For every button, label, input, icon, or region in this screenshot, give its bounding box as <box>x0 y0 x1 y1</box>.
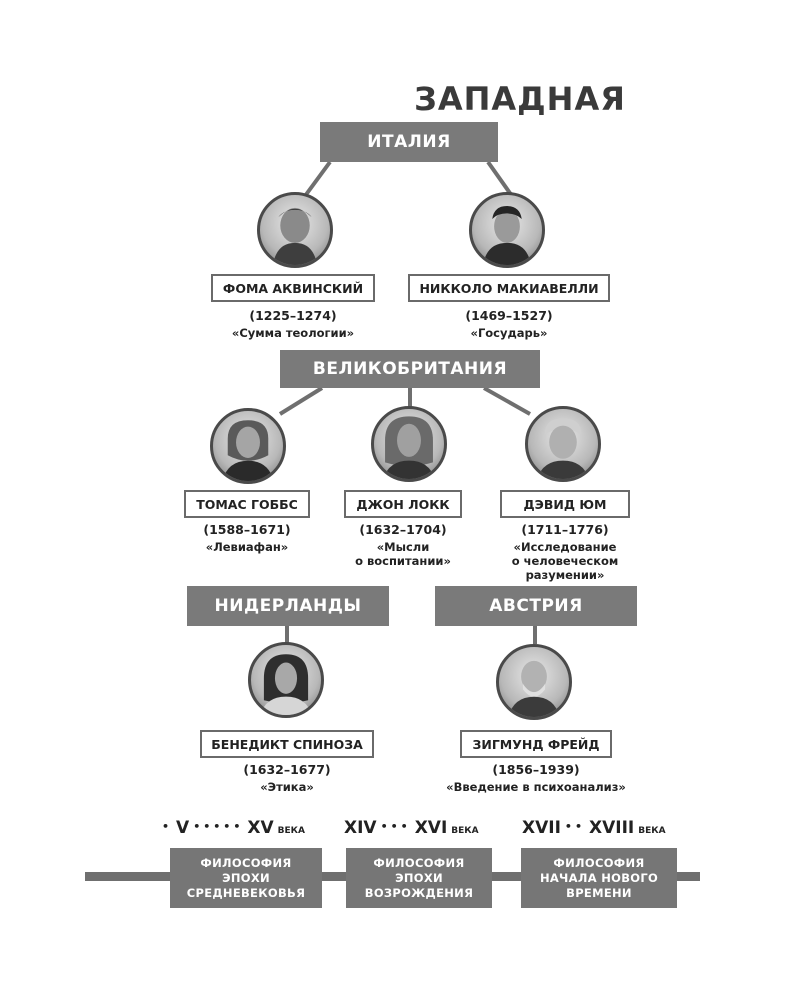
country-austria: АВСТРИЯ <box>435 586 637 626</box>
era-line: ВРЕМЕНИ <box>566 885 632 900</box>
person-icon <box>537 418 589 479</box>
name-machiavelli: НИККОЛО МАКИАВЕЛЛИ <box>408 274 610 302</box>
name-hume: ДЭВИД ЮМ <box>500 490 630 518</box>
person-icon <box>222 420 274 481</box>
work-hume-line-2: о человеческом <box>511 554 619 568</box>
work-locke-line-1: «Мысли <box>376 540 430 554</box>
work-hume-line-3: разумении» <box>525 568 605 582</box>
portrait-freud <box>496 644 572 720</box>
work-hume-line-1: «Исследование <box>513 540 617 554</box>
country-netherlands: НИДЕРЛАНДЫ <box>187 586 389 626</box>
years-hume: (1711–1776) <box>521 522 609 537</box>
years-machiavelli: (1469–1527) <box>465 308 553 323</box>
country-italy: ИТАЛИЯ <box>320 122 498 162</box>
century-dots: • <box>162 820 173 833</box>
name-spinoza: БЕНЕДИКТ СПИНОЗА <box>200 730 374 758</box>
person-icon <box>260 654 312 715</box>
century-dots: •• <box>564 820 585 833</box>
era-line: ВОЗРОЖДЕНИЯ <box>364 885 474 900</box>
connector-britain-hume <box>483 386 531 416</box>
person-icon <box>508 660 560 717</box>
portrait-locke <box>371 406 447 482</box>
years-freud: (1856–1939) <box>492 762 580 777</box>
person-icon <box>483 206 531 265</box>
portrait-hobbes <box>210 408 286 484</box>
connector-britain-hobbes <box>278 386 324 416</box>
name-aquinas: ФОМА АКВИНСКИЙ <box>211 274 375 302</box>
portrait-machiavelli <box>469 192 545 268</box>
years-aquinas: (1225–1274) <box>249 308 337 323</box>
era-line: ФИЛОСОФИЯ <box>200 855 292 870</box>
century-suffix: ВЕКА <box>451 826 479 836</box>
person-icon <box>383 416 435 479</box>
work-locke: «Мысли о воспитании» <box>334 540 472 568</box>
years-hobbes: (1588–1671) <box>203 522 291 537</box>
era-line: ЭПОХИ <box>395 870 443 885</box>
portrait-spinoza <box>248 642 324 718</box>
connector-italy-machiavelli <box>486 160 514 198</box>
century-to: XVIII <box>588 818 635 838</box>
name-freud: ЗИГМУНД ФРЕЙД <box>460 730 612 758</box>
work-aquinas: «Сумма теологии» <box>231 326 355 340</box>
portrait-aquinas <box>257 192 333 268</box>
century-dots: ••• <box>380 820 411 833</box>
century-from: V <box>176 818 190 838</box>
work-spinoza: «Этика» <box>260 780 314 794</box>
work-locke-line-2: о воспитании» <box>355 554 451 568</box>
era-line: ФИЛОСОФИЯ <box>553 855 645 870</box>
era-renaissance: ФИЛОСОФИЯ ЭПОХИ ВОЗРОЖДЕНИЯ <box>346 848 492 908</box>
work-hobbes: «Левиафан» <box>205 540 289 554</box>
century-from: XIV <box>344 818 377 838</box>
century-to: XV <box>247 818 274 838</box>
years-locke: (1632–1704) <box>359 522 447 537</box>
century-suffix: ВЕКА <box>277 826 305 836</box>
era-line: НАЧАЛА НОВОГО <box>539 870 659 885</box>
name-locke: ДЖОН ЛОКК <box>344 490 462 518</box>
work-freud: «Введение в психоанализ» <box>446 780 626 794</box>
connector-italy-aquinas <box>303 160 332 198</box>
portrait-hume <box>525 406 601 482</box>
century-from: XVII <box>522 818 561 838</box>
era-line: ФИЛОСОФИЯ <box>373 855 465 870</box>
work-machiavelli: «Государь» <box>470 326 548 340</box>
century-dots: ••••• <box>193 820 244 833</box>
century-to: XVI <box>414 818 448 838</box>
years-spinoza: (1632–1677) <box>243 762 331 777</box>
era-early-modern: ФИЛОСОФИЯ НАЧАЛА НОВОГО ВРЕМЕНИ <box>521 848 677 908</box>
person-icon <box>272 207 318 265</box>
century-suffix: ВЕКА <box>638 826 666 836</box>
era-medieval: ФИЛОСОФИЯ ЭПОХИ СРЕДНЕВЕКОВЬЯ <box>170 848 322 908</box>
country-britain: ВЕЛИКОБРИТАНИЯ <box>280 350 540 388</box>
era-line: СРЕДНЕВЕКОВЬЯ <box>186 885 306 900</box>
work-hume: «Исследование о человеческом разумении» <box>490 540 640 582</box>
era-line: ЭПОХИ <box>222 870 270 885</box>
name-hobbes: ТОМАС ГОББС <box>184 490 310 518</box>
page-title: ЗАПАДНАЯ <box>414 80 626 118</box>
